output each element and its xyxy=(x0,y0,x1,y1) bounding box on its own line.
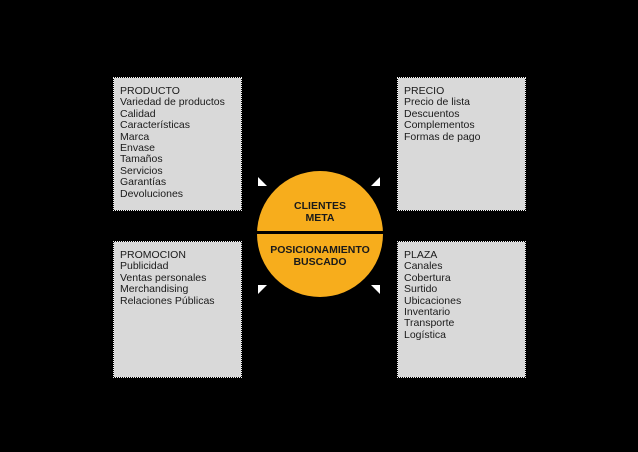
plaza-item: Surtido xyxy=(404,283,438,296)
precio-title: PRECIO xyxy=(404,85,445,97)
promocion-title: PROMOCION xyxy=(120,249,186,261)
arrow-bottom-left-icon xyxy=(258,285,267,294)
producto-title: PRODUCTO xyxy=(120,85,180,97)
producto-item: Envase xyxy=(120,142,156,155)
promocion-item: Relaciones Públicas xyxy=(120,294,215,307)
plaza-item: Inventario xyxy=(404,306,451,319)
plaza-item: Logística xyxy=(404,328,447,341)
producto-item: Servicios xyxy=(120,164,163,177)
plaza-title: PLAZA xyxy=(404,249,438,261)
producto-item: Calidad xyxy=(120,107,156,120)
center-circle: CLIENTES META POSICIONAMIENTO BUSCADO xyxy=(257,171,383,297)
precio-box: PRECIO Precio de lista Descuentos Comple… xyxy=(397,77,526,211)
plaza-box: PLAZA Canales Cobertura Surtido Ubicacio… xyxy=(397,241,526,378)
arrow-top-right-icon xyxy=(371,177,380,186)
producto-item: Marca xyxy=(120,130,150,143)
producto-item: Tamaños xyxy=(120,153,163,166)
center-bottom-line1: POSICIONAMIENTO xyxy=(270,244,370,256)
circle-divider xyxy=(257,231,383,234)
precio-item: Formas de pago xyxy=(404,130,481,143)
producto-item: Variedad de productos xyxy=(120,96,225,109)
plaza-item: Cobertura xyxy=(404,271,451,284)
clientes-meta-label: CLIENTES META xyxy=(257,200,383,224)
promocion-box: PROMOCION Publicidad Ventas personales M… xyxy=(113,241,242,378)
promocion-item: Merchandising xyxy=(120,283,189,296)
posicionamiento-label: POSICIONAMIENTO BUSCADO xyxy=(257,244,383,268)
precio-item: Precio de lista xyxy=(404,96,470,109)
promocion-item: Publicidad xyxy=(120,260,169,273)
precio-item: Complementos xyxy=(404,119,475,132)
arrow-bottom-right-icon xyxy=(371,285,380,294)
center-top-line1: CLIENTES xyxy=(294,200,346,212)
producto-item: Características xyxy=(120,119,191,132)
center-top-line2: META xyxy=(305,211,335,224)
plaza-item: Transporte xyxy=(404,317,455,330)
plaza-item: Canales xyxy=(404,260,443,273)
precio-item: Descuentos xyxy=(404,107,460,120)
plaza-item: Ubicaciones xyxy=(404,294,462,307)
producto-box: PRODUCTO Variedad de productos Calidad C… xyxy=(113,77,242,211)
arrow-top-left-icon xyxy=(258,177,267,186)
promocion-item: Ventas personales xyxy=(120,271,207,284)
producto-item: Garantías xyxy=(120,176,167,189)
producto-item: Devoluciones xyxy=(120,187,184,200)
center-bottom-line2: BUSCADO xyxy=(293,255,347,268)
